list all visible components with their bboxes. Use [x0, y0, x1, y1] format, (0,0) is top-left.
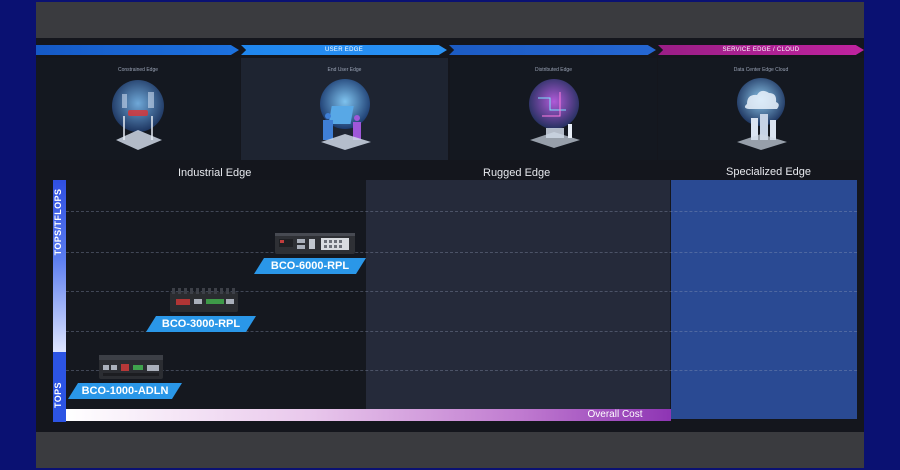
y-axis-tflops	[53, 180, 66, 352]
product-label-bco-3000-rpl: BCO-3000-RPL	[146, 316, 256, 332]
cloud-datacenter-icon	[737, 78, 787, 150]
tier-data-center-edge-cloud: Data Center Edge Cloud	[658, 58, 864, 160]
bco-1000-adln-device	[99, 355, 163, 379]
bco-3000-rpl-device	[170, 288, 238, 312]
grid-line	[66, 331, 857, 332]
service-edge-label: SERVICE EDGE / CLOUD	[722, 47, 800, 53]
x-axis-label: Overall Cost	[587, 409, 643, 420]
y-axis-tops	[53, 352, 66, 422]
grid-line	[66, 211, 857, 212]
y-axis-label-tops: TOPS	[53, 382, 63, 408]
user-edge-label: USER EDGE	[324, 47, 364, 53]
tier-title: End User Edge	[327, 67, 362, 73]
banner-segment-distributed	[449, 45, 656, 55]
y-axis-label-tflops: TOPS/TFLOPS	[53, 188, 63, 256]
tier-title: Data Center Edge Cloud	[733, 67, 789, 73]
grid-line	[66, 252, 857, 253]
rugged-edge-column	[366, 180, 670, 409]
traffic-city-icon	[112, 80, 164, 150]
network-circuit-icon	[528, 79, 580, 148]
product-label-bco-1000-adln: BCO-1000-ADLN	[68, 383, 182, 399]
bco-6000-rpl-device	[275, 233, 355, 254]
tier-distributed-edge: Distributed Edge	[450, 58, 657, 160]
tier-end-user-edge: End User Edge	[241, 58, 448, 160]
tier-title: Distributed Edge	[535, 67, 572, 73]
tier-title: Constrained Edge	[117, 67, 159, 73]
x-axis-cost	[66, 409, 671, 421]
banner-segment-user-edge: USER EDGE	[241, 45, 447, 55]
section-specialized-edge: Specialized Edge	[726, 166, 812, 178]
specialized-edge-column	[671, 180, 857, 419]
grid-line	[66, 291, 857, 292]
banner-segment-service-edge: SERVICE EDGE / CLOUD	[658, 45, 864, 55]
section-industrial-edge: Industrial Edge	[178, 167, 252, 179]
grid-line	[66, 370, 857, 371]
banner-segment-constrained	[36, 45, 239, 55]
section-rugged-edge: Rugged Edge	[483, 167, 551, 179]
tier-constrained-edge: Constrained Edge	[36, 58, 240, 160]
user-devices-icon	[319, 79, 371, 150]
product-label-bco-6000-rpl: BCO-6000-RPL	[254, 258, 366, 274]
